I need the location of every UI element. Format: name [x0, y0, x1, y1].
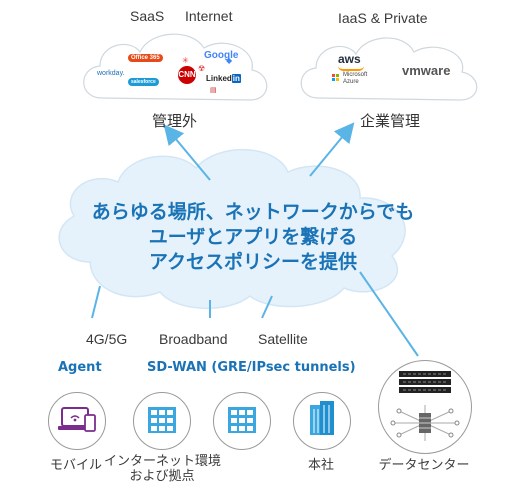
arrow-to-saas [163, 124, 211, 181]
azure-line2: Azure [343, 79, 359, 85]
mobile-endpoint [48, 392, 106, 450]
label-iaas-private: IaaS & Private [338, 10, 428, 26]
center-line1: あらゆる場所、ネットワークからでも [91, 201, 415, 223]
iaas-cloud-shape [300, 37, 478, 101]
google-logo: Google [204, 50, 239, 61]
maps-icon: ◆ [226, 56, 233, 65]
label-internet: Internet [185, 8, 233, 24]
caption-enterprise-managed: 企業管理 [360, 112, 421, 130]
aws-smile-icon [338, 66, 364, 71]
center-line3: アクセスポリシーを提供 [148, 251, 358, 273]
laptop-phone-icon [58, 407, 96, 432]
label-agent: Agent [58, 360, 102, 375]
linkedin-logo: Linkedin [206, 74, 241, 83]
label-broadband: Broadband [159, 331, 228, 347]
caption-unmanaged: 管理外 [152, 112, 198, 130]
label-satellite: Satellite [258, 331, 308, 347]
aws-logo: aws [338, 52, 361, 66]
label-sdwan: SD-WAN (GRE/IPsec tunnels) [147, 360, 356, 375]
center-line2: ユーザとアプリを繋げる [148, 226, 358, 248]
workday-logo: workday. [97, 70, 125, 77]
label-4g5g: 4G/5G [86, 331, 128, 347]
cnn-logo: CNN [178, 66, 196, 84]
microsoft-icon [332, 74, 340, 82]
saas-cloud-shape [83, 33, 268, 101]
center-cloud-text: あらゆる場所、ネットワークからでも ユーザとアプリを繋げる アクセスポリシーを提… [58, 200, 448, 275]
datacenter-endpoint [378, 360, 472, 454]
office-building-icon [228, 407, 256, 433]
vmware-logo: vmware [402, 63, 451, 78]
label-saas: SaaS [130, 8, 165, 24]
branch-endpoint [133, 392, 191, 450]
caption-branch: インターネット環境 および拠点 [104, 454, 222, 484]
salesforce-logo: salesforce [128, 78, 159, 86]
headquarters-endpoint [293, 392, 351, 450]
caption-branch-line1: インターネット環境 [104, 454, 222, 469]
linkedin-text: Linked [206, 74, 232, 83]
radiation-icon: ☢ [198, 64, 206, 73]
azure-line1: Microsoft [343, 72, 368, 78]
caption-datacenter: データセンター [378, 458, 470, 473]
linkedin-in-badge: in [231, 74, 241, 83]
caption-branch-line2: および拠点 [129, 469, 195, 484]
asterisk-icon: ✳ [182, 56, 189, 65]
line-4g [91, 285, 101, 319]
azure-logo: Microsoft Azure [343, 72, 367, 86]
skyscraper-icon [310, 401, 334, 435]
doc-icon: ▤ [210, 87, 217, 94]
datacenter-icon [390, 371, 460, 441]
arrow-to-iaas [309, 122, 355, 177]
office365-logo: Office 365 [128, 54, 163, 62]
caption-mobile: モバイル [49, 458, 102, 473]
office-endpoint [213, 392, 271, 450]
branch-building-icon [148, 407, 176, 433]
line-datacenter [359, 271, 419, 357]
center-cloud-shape [58, 149, 406, 310]
line-satellite [261, 295, 273, 319]
caption-hq: 本社 [307, 458, 334, 473]
